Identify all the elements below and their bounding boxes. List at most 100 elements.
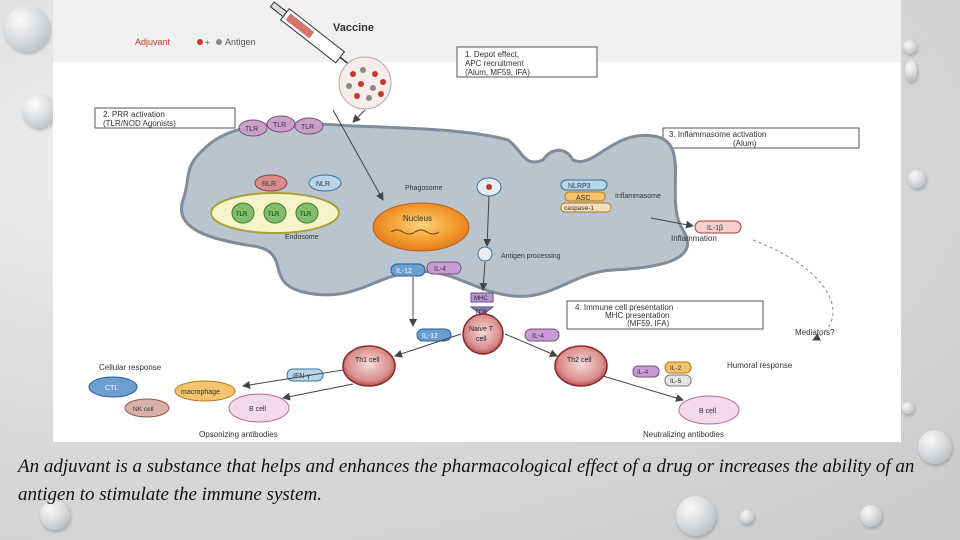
diagram-macrophage: macrophage [181, 389, 220, 396]
box1-line3: (Alum, MF59, IFA) [465, 68, 530, 77]
th1-cell [342, 345, 396, 387]
il12-badge-t [416, 328, 452, 342]
water-drop-decoration [22, 94, 56, 128]
water-drop-decoration [740, 510, 754, 524]
il4-badge-apc [426, 261, 462, 275]
mhc-molecule [470, 292, 494, 303]
box1-line2: APC recruitment [465, 59, 524, 68]
b-cell-right [678, 395, 740, 425]
box-prr-activation [94, 107, 236, 129]
water-drop-decoration [902, 402, 914, 414]
inflammasome-label: Inflammasome [615, 193, 661, 200]
legend-antigen: Antigen [225, 37, 256, 47]
ctl-cell [88, 376, 138, 398]
box3-line1: 3. Inflammasome activation [669, 130, 766, 139]
il4-badge-t [524, 328, 560, 342]
rlr-receptor [254, 174, 288, 192]
diagram-tlr: TLR [245, 126, 258, 133]
diagram-tlr: TLR [236, 212, 248, 218]
diagram-ctl: CTL [105, 385, 118, 392]
mediators-label: Mediators? [795, 328, 835, 337]
diagram-il12: IL-12 [396, 268, 412, 275]
adjuvant-mechanism-diagram: Adjuvant + Antigen Vaccine 1. Depot effe… [53, 0, 901, 442]
nucleus-label: Nucleus [403, 214, 432, 223]
diagram-il1b: IL-1β [707, 225, 723, 232]
water-drop-decoration [903, 40, 917, 54]
neutralizing-antibodies-label: Neutralizing antibodies [643, 430, 724, 439]
b-cell-left [228, 393, 290, 423]
endosome-label: Endosome [285, 234, 319, 241]
nlrp3-component [560, 179, 608, 191]
slide-caption: An adjuvant is a substance that helps an… [18, 456, 915, 505]
opsonizing-antibodies-label: Opsonizing antibodies [199, 430, 278, 439]
il12-badge-apc [390, 263, 426, 277]
diagram-naive_t2: cell [476, 336, 487, 343]
phagosome-label: Phagosome [405, 185, 442, 192]
diagram-th1: Th1 cell [355, 357, 380, 364]
diagram-il2: IL-2 [670, 365, 682, 372]
il1b-badge [694, 220, 742, 234]
tlr-receptors-surface: TLR TLR TLR [238, 115, 324, 137]
caspase-component [560, 202, 612, 213]
box3-line2: (Alum) [733, 139, 757, 148]
vaccine-label: Vaccine [333, 22, 374, 34]
diagram-naive_t: Naive T [469, 326, 494, 333]
legend-adjuvant: Adjuvant [135, 37, 171, 47]
adjuvant-dot [197, 39, 203, 45]
diagram-nlrp3: NLRP3 [568, 183, 591, 190]
diagram-th2: Th2 cell [567, 357, 592, 364]
diagram-il4: IL-4 [637, 369, 649, 376]
diagram-tlr: TLR [300, 212, 312, 218]
box-depot-effect [456, 46, 598, 78]
diagram-tcr: TCR [475, 310, 488, 316]
antigen-dot [216, 39, 222, 45]
water-drop-decoration [860, 505, 882, 527]
nlr-receptor [308, 174, 342, 192]
diagram-tlr: TLR [268, 212, 280, 218]
diagram-caspase: caspase-1 [564, 205, 594, 212]
diagram-mhc: MHC [474, 296, 488, 302]
nlr-label: NLR [316, 181, 330, 188]
diagram-box4-line3: (MF59, IFA) [627, 319, 670, 328]
diagram-il4: IL-4 [532, 333, 544, 340]
th2-cell [554, 345, 608, 387]
box2-line2: (TLR/NOD Agonists) [103, 119, 176, 128]
diagram-tlr: TLR [273, 122, 286, 129]
humoral-response-label: Humoral response [727, 361, 793, 370]
box2-line1: 2. PRR activation [103, 110, 165, 119]
nucleus [372, 202, 470, 252]
water-drop-decoration [676, 496, 716, 536]
diagram-asc: ASC [576, 195, 590, 202]
il5-badge [664, 374, 692, 387]
il4-badge-th2 [632, 365, 660, 378]
box1-line1: 1. Depot effect, [465, 50, 519, 59]
tcr-receptor [469, 306, 495, 316]
box-immune-cell-presentation [566, 300, 764, 330]
nk-cell [124, 398, 170, 418]
water-drop-decoration [4, 6, 50, 52]
rlr-label: RLR [262, 181, 276, 188]
diagram-il5: IL-5 [670, 378, 682, 385]
diagram-b_cell: B cell [249, 406, 267, 413]
legend-plus: + [205, 38, 210, 47]
naive-t-cell [462, 313, 504, 355]
macrophage-cell [174, 380, 236, 402]
asc-component [564, 191, 606, 202]
water-drop-decoration [908, 170, 926, 188]
inflammation-label: Inflammation [671, 234, 717, 243]
diagram-nk: NK cell [133, 406, 154, 413]
diagram-il4: IL-4 [434, 266, 446, 273]
diagram-il12: IL-12 [422, 333, 438, 340]
antigen-depot [338, 56, 392, 110]
antigen-processing-label: Antigen processing [501, 253, 561, 260]
antigen-processing-vesicle [477, 246, 493, 262]
water-drop-decoration [40, 500, 70, 530]
diagram-b_cell: B cell [699, 408, 717, 415]
diagram-box4-line2: MHC presentation [605, 311, 669, 320]
diagram-box4-line1: 4. Immune cell presentation [575, 303, 673, 312]
diagram-tlr: TLR [301, 124, 314, 131]
cellular-response-label: Cellular response [99, 363, 162, 372]
il2-badge [664, 361, 692, 374]
water-drop-decoration [918, 430, 952, 464]
water-drop-decoration [905, 60, 917, 82]
